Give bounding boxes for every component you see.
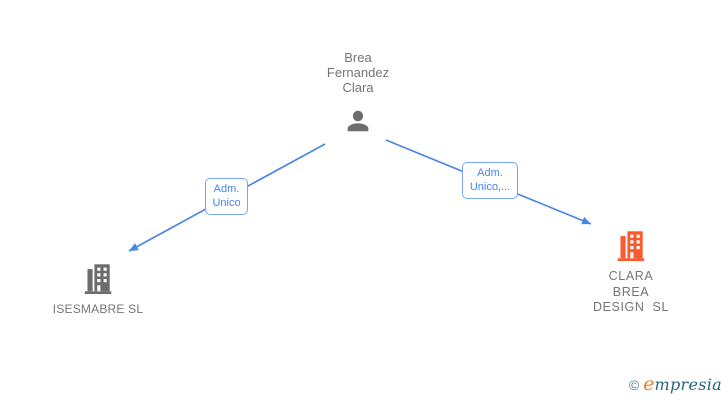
- empresia-logo[interactable]: © e mpresia: [629, 373, 722, 395]
- company-name: CLARA BREA DESIGN SL: [592, 269, 670, 314]
- edge-label-left[interactable]: Adm. Unico: [205, 178, 248, 215]
- copyright-icon: ©: [628, 377, 640, 393]
- company-node-right[interactable]: CLARA BREA DESIGN SL: [566, 228, 696, 316]
- building-icon-orange: [613, 228, 649, 264]
- brand-name: mpresia: [654, 375, 722, 394]
- building-icon-gray: [80, 261, 116, 297]
- edge-label-right[interactable]: Adm. Unico,...: [462, 162, 518, 199]
- person-node[interactable]: Brea Fernandez Clara: [293, 50, 423, 136]
- company-node-left[interactable]: ISESMABRE SL: [38, 261, 158, 317]
- person-icon: [343, 106, 373, 136]
- company-name: ISESMABRE SL: [52, 302, 144, 316]
- brand-initial: e: [643, 373, 655, 395]
- person-name: Brea Fernandez Clara: [326, 50, 390, 95]
